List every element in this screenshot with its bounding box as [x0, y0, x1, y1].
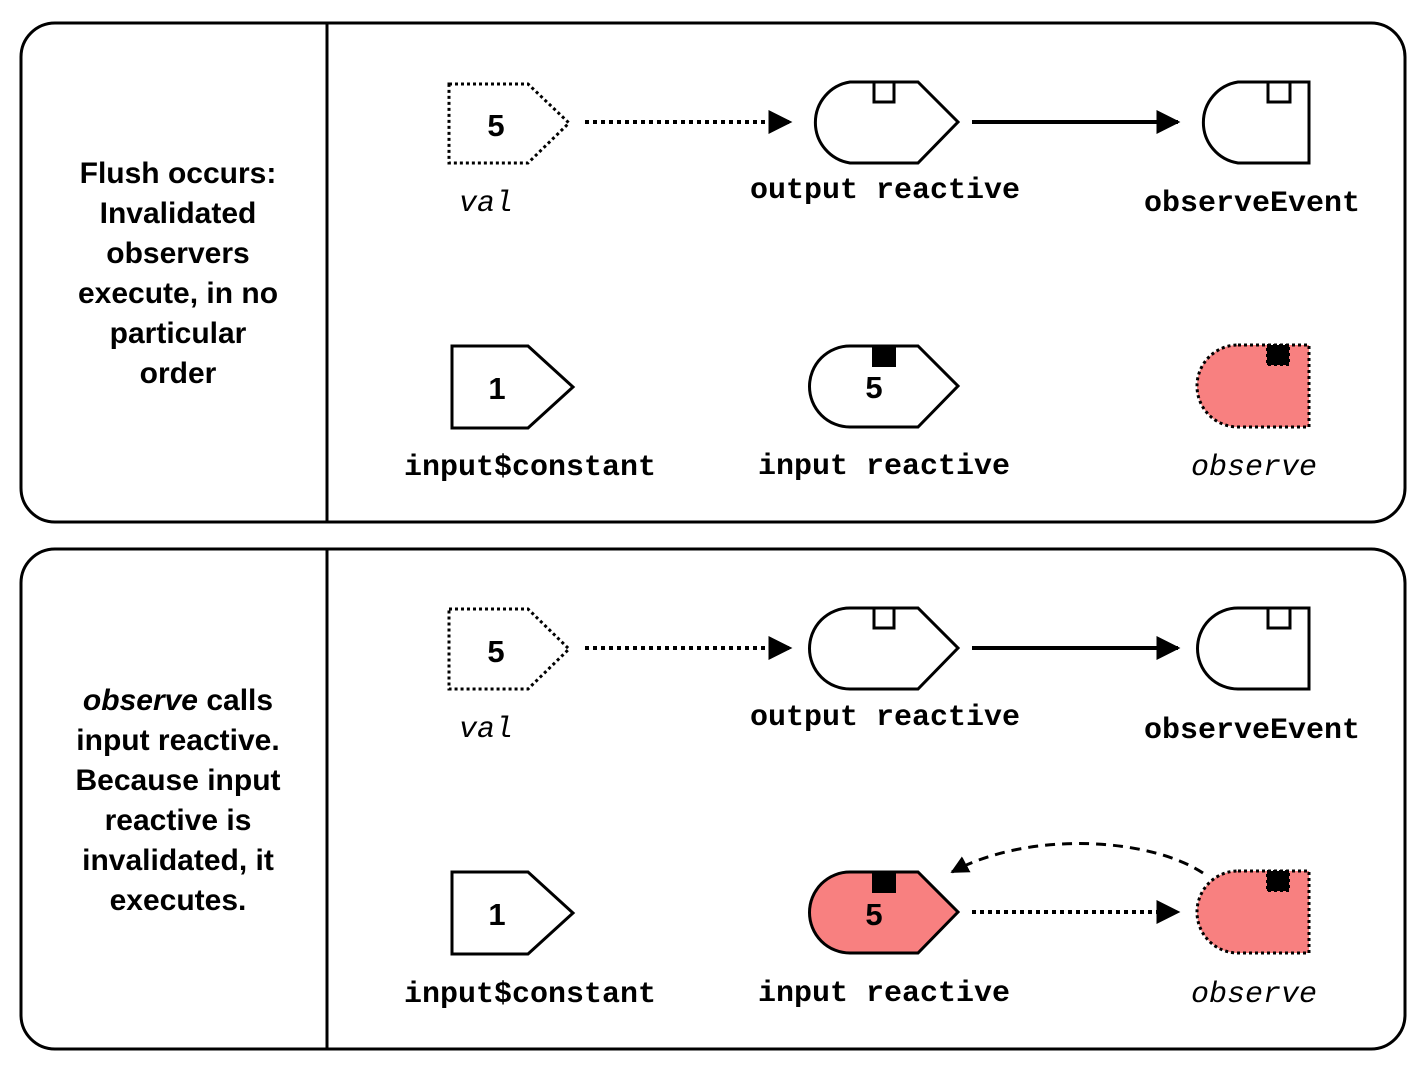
panel2-caption: observe calls input reactive. Because in…: [30, 681, 326, 921]
caption-line: particular: [109, 317, 247, 350]
observe-node: [1195, 869, 1311, 955]
input-reactive-node: [808, 344, 961, 429]
panel-1: 5 val output reactive observeEvent 1 inp…: [19, 21, 1407, 524]
input-constant-label: input$constant: [404, 451, 656, 485]
observe-label: observe: [1191, 978, 1317, 1012]
output-reactive-node: [808, 606, 961, 691]
val-node: [447, 82, 572, 165]
arrow-observe-calls-input: [950, 842, 1204, 875]
input-reactive-label: input reactive: [758, 977, 1010, 1011]
observeevent-label: observeEvent: [1144, 714, 1360, 748]
observeevent-label: observeEvent: [1144, 187, 1360, 221]
input-reactive-value: 5: [865, 370, 882, 405]
input-reactive-flag: [872, 345, 896, 367]
input-reactive-node: [808, 870, 961, 955]
caption-line: input reactive.: [76, 724, 280, 757]
input-reactive-value: 5: [865, 897, 882, 932]
caption-line: Invalidated: [99, 197, 257, 230]
observeevent-flag: [1266, 606, 1292, 630]
caption-line: observers: [106, 237, 250, 270]
observeevent-node: [1201, 80, 1311, 165]
output-reactive-label: output reactive: [750, 701, 1020, 735]
caption-emphasis: observe: [82, 684, 198, 717]
observeevent-node: [1196, 606, 1311, 691]
caption-line: observe calls: [30, 681, 326, 721]
val-value: 5: [487, 108, 504, 143]
panel-frame: [19, 547, 1407, 1051]
input-reactive-label: input reactive: [758, 450, 1010, 484]
observe-flag: [1266, 870, 1290, 892]
panel-frame: [19, 21, 1407, 524]
input-reactive-flag: [872, 871, 896, 893]
caption-line: Because input: [75, 764, 281, 797]
input-constant-label: input$constant: [404, 978, 656, 1012]
output-reactive-node: [813, 80, 961, 165]
val-value: 5: [487, 634, 504, 669]
output-reactive-flag: [872, 80, 896, 104]
panel1-caption: Flush occurs: Invalidated observers exec…: [30, 154, 326, 394]
observeevent-flag: [1266, 80, 1292, 104]
caption-line: execute, in no: [77, 277, 279, 310]
output-reactive-label: output reactive: [750, 174, 1020, 208]
input-constant-value: 1: [488, 371, 505, 406]
val-label: val: [459, 713, 513, 747]
output-reactive-flag: [872, 606, 896, 630]
panel-2: 5 val output reactive observeEvent 1 inp…: [19, 547, 1407, 1051]
caption-line: invalidated, it: [82, 844, 274, 877]
caption-line: Flush occurs:: [79, 157, 277, 190]
caption-line: reactive is: [104, 804, 252, 837]
input-constant-value: 1: [488, 897, 505, 932]
caption-rest: calls: [198, 684, 274, 717]
observe-node: [1195, 343, 1311, 429]
input-constant-node: [450, 870, 576, 956]
val-label: val: [459, 187, 513, 221]
val-node: [447, 607, 572, 691]
observe-label: observe: [1191, 451, 1317, 485]
caption-line: executes.: [109, 884, 247, 917]
input-constant-node: [450, 344, 576, 430]
caption-line: order: [139, 357, 217, 390]
observe-flag: [1266, 344, 1290, 366]
